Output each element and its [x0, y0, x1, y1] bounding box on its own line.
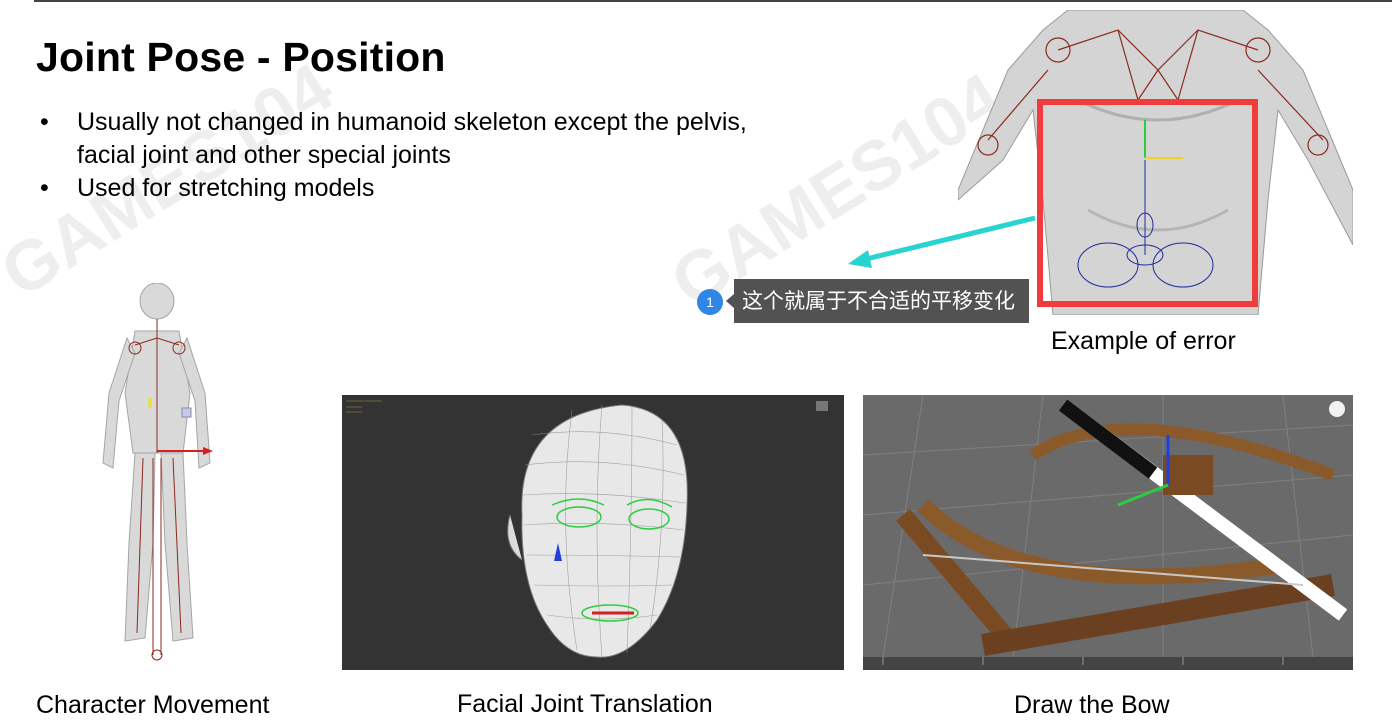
bullet-text: Used for stretching models: [77, 174, 375, 202]
error-example-image: [958, 10, 1353, 315]
caption-facial-joint: Facial Joint Translation: [457, 690, 713, 718]
bullet-dot: •: [40, 108, 49, 136]
character-movement-image: [95, 283, 220, 661]
bullet-item: • Usually not changed in humanoid skeleto…: [40, 106, 760, 172]
bullet-text: Usually not changed in humanoid skeleton…: [77, 108, 747, 169]
annotation-note: 这个就属于不合适的平移变化: [726, 279, 1029, 323]
error-highlight-box: [1037, 99, 1258, 307]
facial-joint-image: [342, 395, 844, 670]
bullet-dot: •: [40, 174, 49, 202]
bullet-list: • Usually not changed in humanoid skeleto…: [40, 106, 760, 205]
bullet-item: • Used for stretching models: [40, 172, 760, 205]
slide-title: Joint Pose - Position: [36, 34, 446, 80]
caption-draw-bow: Draw the Bow: [1014, 691, 1170, 719]
annotation-arrow: [848, 215, 1036, 268]
caption-character-movement: Character Movement: [36, 691, 270, 719]
caption-error: Example of error: [1051, 327, 1236, 355]
draw-bow-image: [863, 395, 1353, 670]
top-rule: [34, 0, 1392, 2]
annotation-badge[interactable]: 1: [697, 289, 723, 315]
